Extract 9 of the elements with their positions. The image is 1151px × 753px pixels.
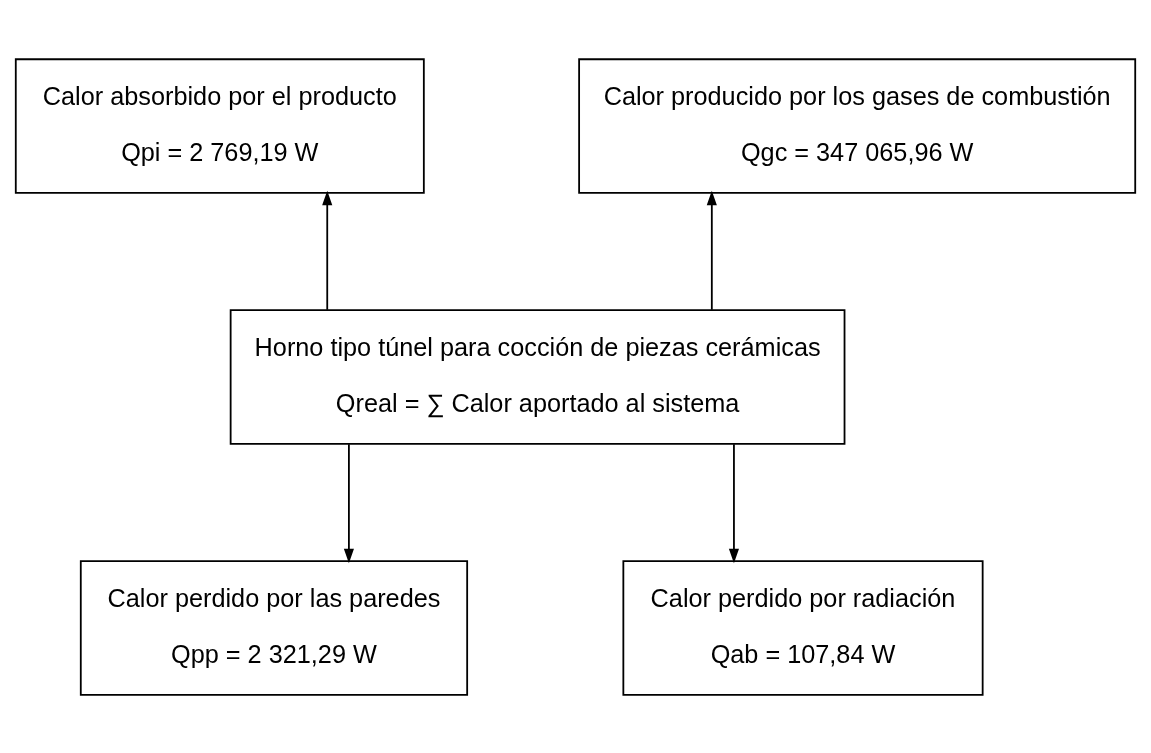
node-box: Calor perdido por las paredes Qpp = 2 321,29 W [79,559,469,696]
arrow [322,190,333,311]
node-box: Calor absorbido por el producto Qpi = 2 769,19 W [14,57,425,194]
node-box: Calor perdido por radiación Qab = 107,84 W [622,559,984,696]
node-box: Calor producido por los gases de combustión Qgc = 347 065,96 W [578,57,1137,194]
node-box: Horno tipo túnel para cocción de piezas cerámicas Qreal = ∑ Calor aportado al sistema [229,308,846,445]
arrow [343,442,354,563]
arrow [706,190,717,311]
arrow [728,442,739,563]
